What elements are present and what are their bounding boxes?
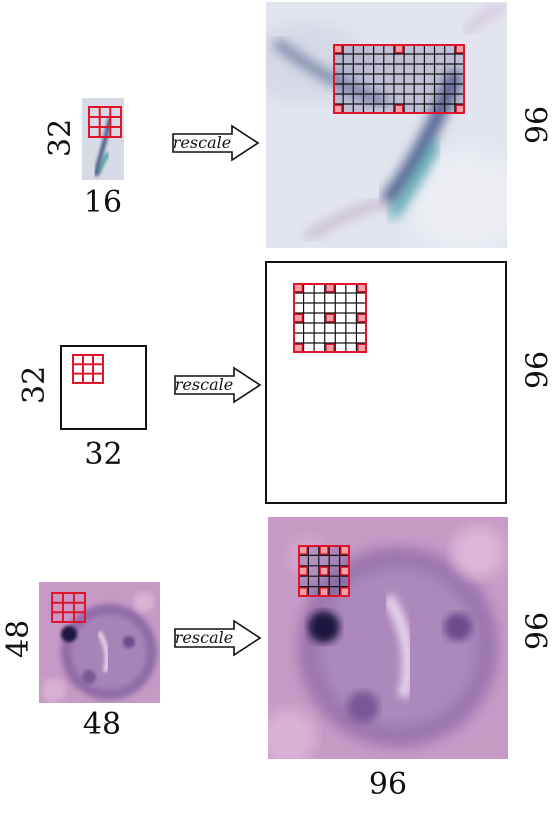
highlight-cell: [393, 104, 405, 114]
source-width-label: 32: [84, 437, 123, 472]
highlight-cell: [339, 586, 350, 597]
target-height-label: 96: [517, 350, 552, 390]
highlight-cell: [318, 545, 330, 556]
highlight-cell: [298, 565, 309, 577]
target-blank-box: [265, 261, 507, 504]
target-image-thin-cell: [266, 2, 507, 248]
target-grid-dense: [293, 283, 367, 353]
highlight-cell: [324, 283, 336, 293]
arrow-label: rescale: [173, 133, 231, 152]
highlight-cell: [393, 44, 405, 54]
source-height-label: 48: [1, 619, 36, 658]
target-height-label: 96: [517, 105, 552, 145]
highlight-cell: [324, 343, 336, 353]
target-width-label: 96: [368, 767, 408, 802]
source-height-label: 32: [43, 118, 78, 157]
highlight-cell: [324, 313, 336, 323]
highlight-cell: [339, 545, 350, 556]
right-arrow-icon: rescale: [174, 366, 262, 404]
arrow-label: rescale: [175, 375, 233, 394]
highlight-cell: [356, 313, 367, 323]
right-arrow-icon: rescale: [172, 124, 260, 162]
highlight-cell: [298, 545, 309, 556]
highlight-cell: [293, 283, 304, 293]
highlight-cell: [454, 44, 465, 54]
highlight-cell: [293, 343, 304, 353]
source-grid-red: [51, 592, 86, 623]
right-arrow-icon: rescale: [174, 619, 262, 657]
highlight-cell: [339, 565, 350, 577]
highlight-cell: [356, 343, 367, 353]
target-image-nucleus: [268, 517, 508, 759]
highlight-cell: [293, 313, 304, 323]
arrow-label: rescale: [175, 628, 233, 647]
highlight-cell: [318, 565, 330, 577]
target-height-label: 96: [517, 611, 552, 651]
target-grid-dense: [333, 44, 465, 114]
source-width-label: 48: [82, 707, 122, 742]
highlight-cell: [333, 44, 344, 54]
highlight-cell: [356, 283, 367, 293]
source-grid-red: [72, 354, 104, 384]
target-grid-dense: [298, 545, 350, 597]
highlight-cell: [333, 104, 344, 114]
source-grid-red: [88, 106, 122, 138]
source-blank-box: [60, 345, 147, 430]
highlight-cell: [318, 586, 330, 597]
highlight-cell: [454, 104, 465, 114]
source-width-label: 16: [83, 185, 123, 220]
source-image-nucleus: [39, 582, 160, 703]
highlight-cell: [298, 586, 309, 597]
source-height-label: 32: [17, 365, 52, 404]
